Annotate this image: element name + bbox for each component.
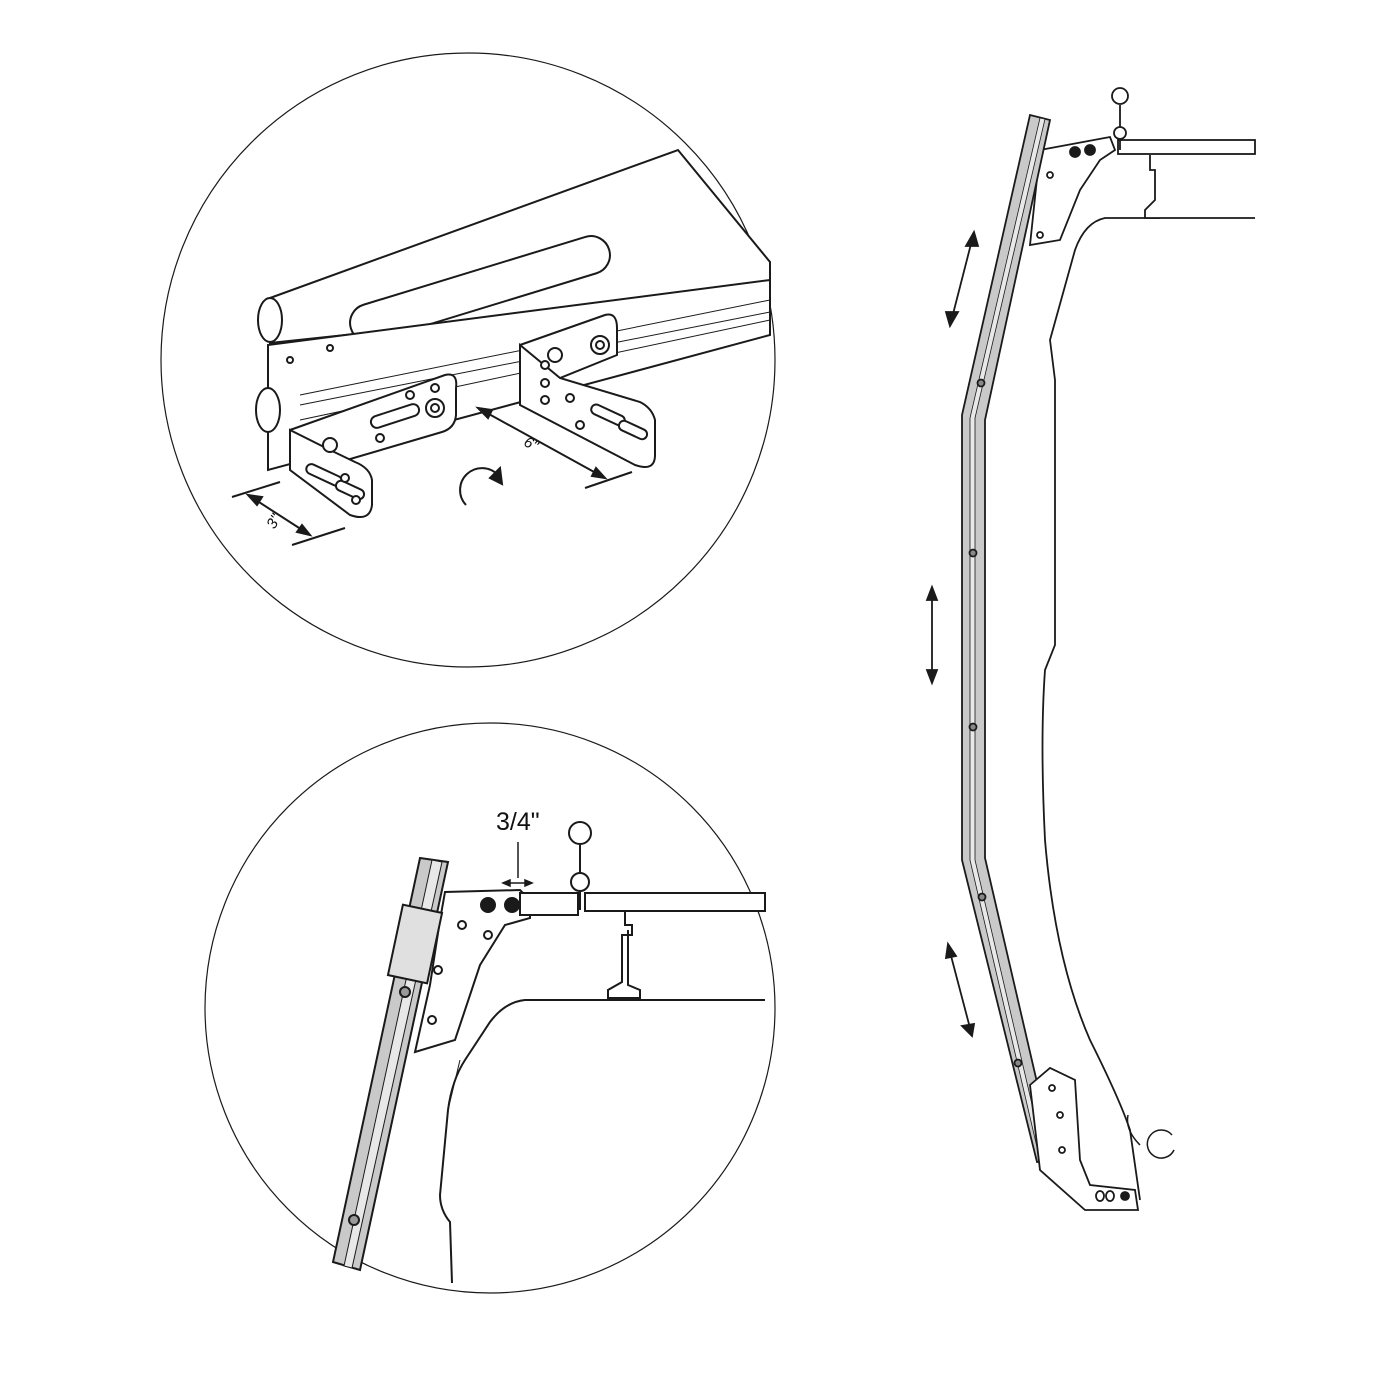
dimension-6in xyxy=(475,406,633,489)
left-bracket xyxy=(289,373,458,518)
dimension-3-4in xyxy=(501,842,534,888)
tube-slot xyxy=(349,235,611,343)
detail-bottom-mount-gap: 3/4" xyxy=(204,722,776,1294)
roof-rail xyxy=(584,892,766,999)
dimension-3in xyxy=(231,481,346,546)
lock-pin xyxy=(568,821,592,910)
side-view-rail xyxy=(961,113,1057,1163)
wheel-arc xyxy=(1146,1129,1175,1159)
rotate-arrow-icon xyxy=(459,465,504,506)
adjust-arrow-upper xyxy=(944,229,980,329)
adjust-arrow-middle xyxy=(925,584,939,686)
side-view-full xyxy=(925,87,1256,1211)
mount-bracket xyxy=(413,888,579,1054)
right-bracket xyxy=(519,313,656,468)
detail-top-bracket-spacing: 6" 3" xyxy=(160,52,776,668)
side-view-top-bracket xyxy=(1028,135,1117,247)
side-rail xyxy=(331,856,450,1272)
side-view-roof-rail xyxy=(1117,139,1256,219)
adjust-arrow-lower xyxy=(944,941,976,1038)
dimension-3-4in-label: 3/4" xyxy=(496,808,540,836)
side-view-pin xyxy=(1111,87,1129,150)
vehicle-body-contour xyxy=(1041,217,1255,1201)
side-view-bottom-bracket xyxy=(1029,1066,1140,1211)
